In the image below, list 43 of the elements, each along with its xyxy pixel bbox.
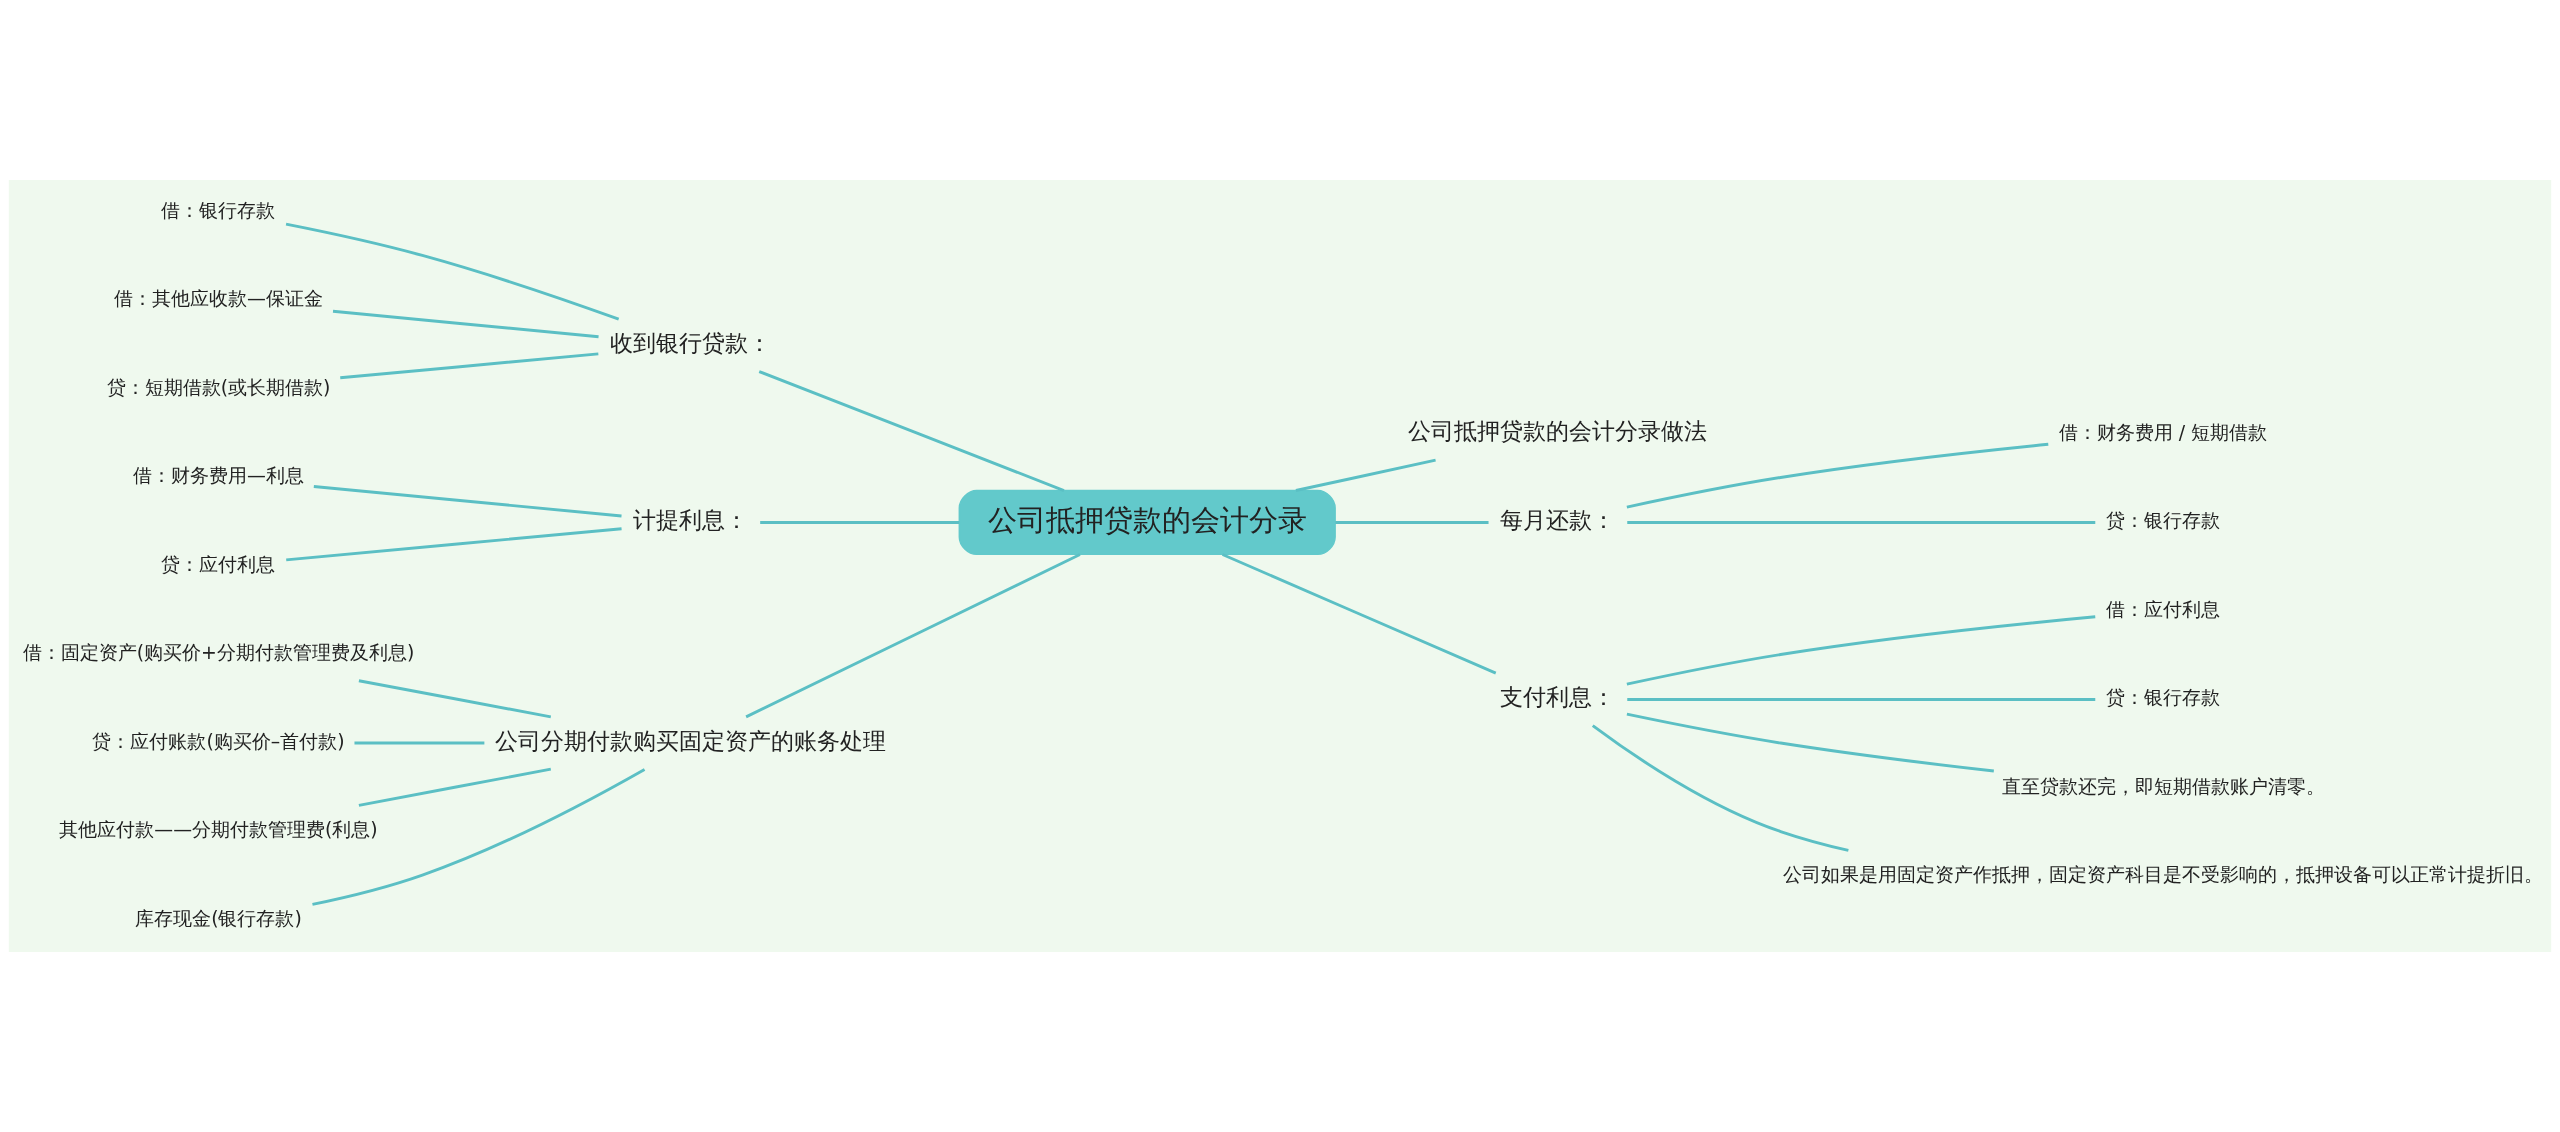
connector [1295,458,1436,492]
node-text: 贷：银行存款 [2106,509,2221,532]
connector [332,309,599,339]
connector [745,553,1081,719]
connector [354,741,485,745]
node-text: 借：其他应收款—保证金 [114,287,323,310]
node-text: 借：固定资产(购买价+分期付款管理费及利息) [22,641,415,664]
node-text: 计提利息： [633,505,749,533]
connector [358,767,552,807]
node-text: 其他应付款——分期付款管理费(利息) [59,818,378,841]
node-text: 支付利息： [1500,683,1616,711]
connector [1626,712,1994,773]
node-text: 公司抵押贷款的会计分录做法 [1408,417,1708,445]
connector [1627,521,2096,524]
connector [1221,553,1497,675]
node-text: 借：财务费用 / 短期借款 [2058,420,2268,443]
node-text: 借：银行存款 [161,198,276,221]
connector [286,527,622,562]
connector [285,222,620,321]
connector [1626,442,2049,509]
connector [340,352,599,380]
connector [1627,698,2096,701]
connector [758,370,1065,492]
connector [1335,521,1489,524]
node-text: 贷：应付利息 [161,552,276,575]
connector [1626,615,2096,686]
connector [358,679,552,719]
node-box: 公司抵押贷款的会计分录 [958,489,1336,556]
node-text: 公司分期付款购买固定资产的账务处理 [495,726,887,754]
node-text: 贷：银行存款 [2106,686,2221,709]
node-text: 借：应付利息 [2106,597,2221,620]
node-text: 每月还款： [1500,505,1616,533]
node-text: 直至贷款还完，即短期借款账户清零。 [2001,774,2325,797]
connector [313,485,622,518]
node-text: 收到银行贷款： [610,328,772,356]
connector [760,521,960,524]
node-text: 贷：短期借款(或长期借款) [106,375,331,398]
node-text: 库存现金(银行存款) [135,907,302,930]
connector [312,768,646,906]
node-text: 借：财务费用—利息 [133,464,304,487]
node-text: 贷：应付账款(购买价–首付款) [92,729,345,752]
node-text: 公司如果是用固定资产作抵押，固定资产科目是不受影响的，抵押设备可以正常计提折旧。 [1783,863,2544,886]
connector [1591,724,1849,852]
